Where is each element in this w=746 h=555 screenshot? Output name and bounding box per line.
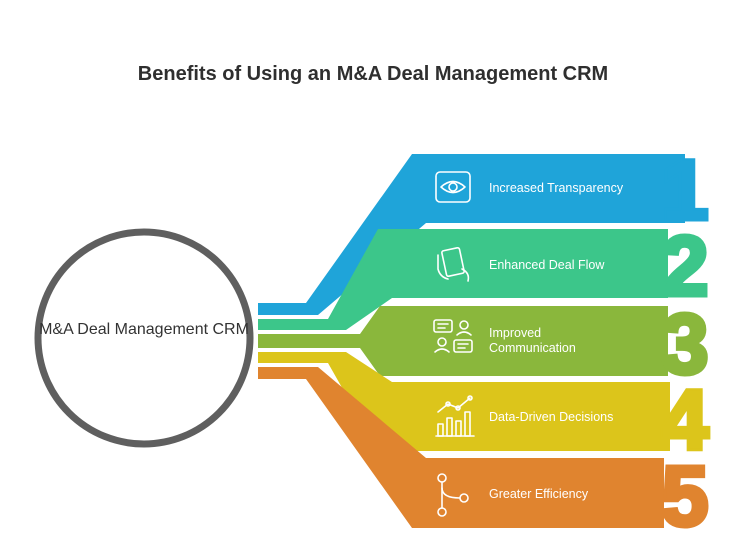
benefit-number-5: 5: [659, 449, 711, 543]
benefit-number-3: 3: [659, 297, 711, 391]
hub-ring: [34, 228, 254, 448]
hand-document-icon: [437, 246, 470, 282]
page-title: Benefits of Using an M&A Deal Management…: [137, 63, 609, 85]
eye-scan-icon: [435, 171, 471, 203]
benefit-number-1: 1: [659, 143, 711, 237]
benefit-label-2: Enhanced Deal Flow: [489, 258, 605, 272]
benefit-label-4: Data-Driven Decisions: [489, 410, 614, 424]
benefit-band-5: [258, 367, 664, 528]
hub-label: M&A Deal Management CRM: [39, 321, 249, 338]
chat-people-icon: [433, 319, 473, 353]
benefit-icons: [433, 171, 475, 517]
benefit-number-2: 2: [659, 219, 711, 313]
benefit-band-4: [258, 352, 670, 451]
benefit-band-2: [258, 229, 668, 330]
benefit-label-1: Increased Transparency: [489, 181, 624, 195]
benefit-number-4: 4: [659, 373, 711, 467]
benefit-label-5: Greater Efficiency: [489, 487, 589, 501]
bar-chart-trend-icon: [435, 395, 475, 437]
benefit-label-3: Improved Communication: [489, 326, 576, 355]
benefit-band-3: [258, 306, 668, 376]
branch-flow-icon: [437, 473, 469, 517]
benefit-bands: [258, 154, 685, 528]
